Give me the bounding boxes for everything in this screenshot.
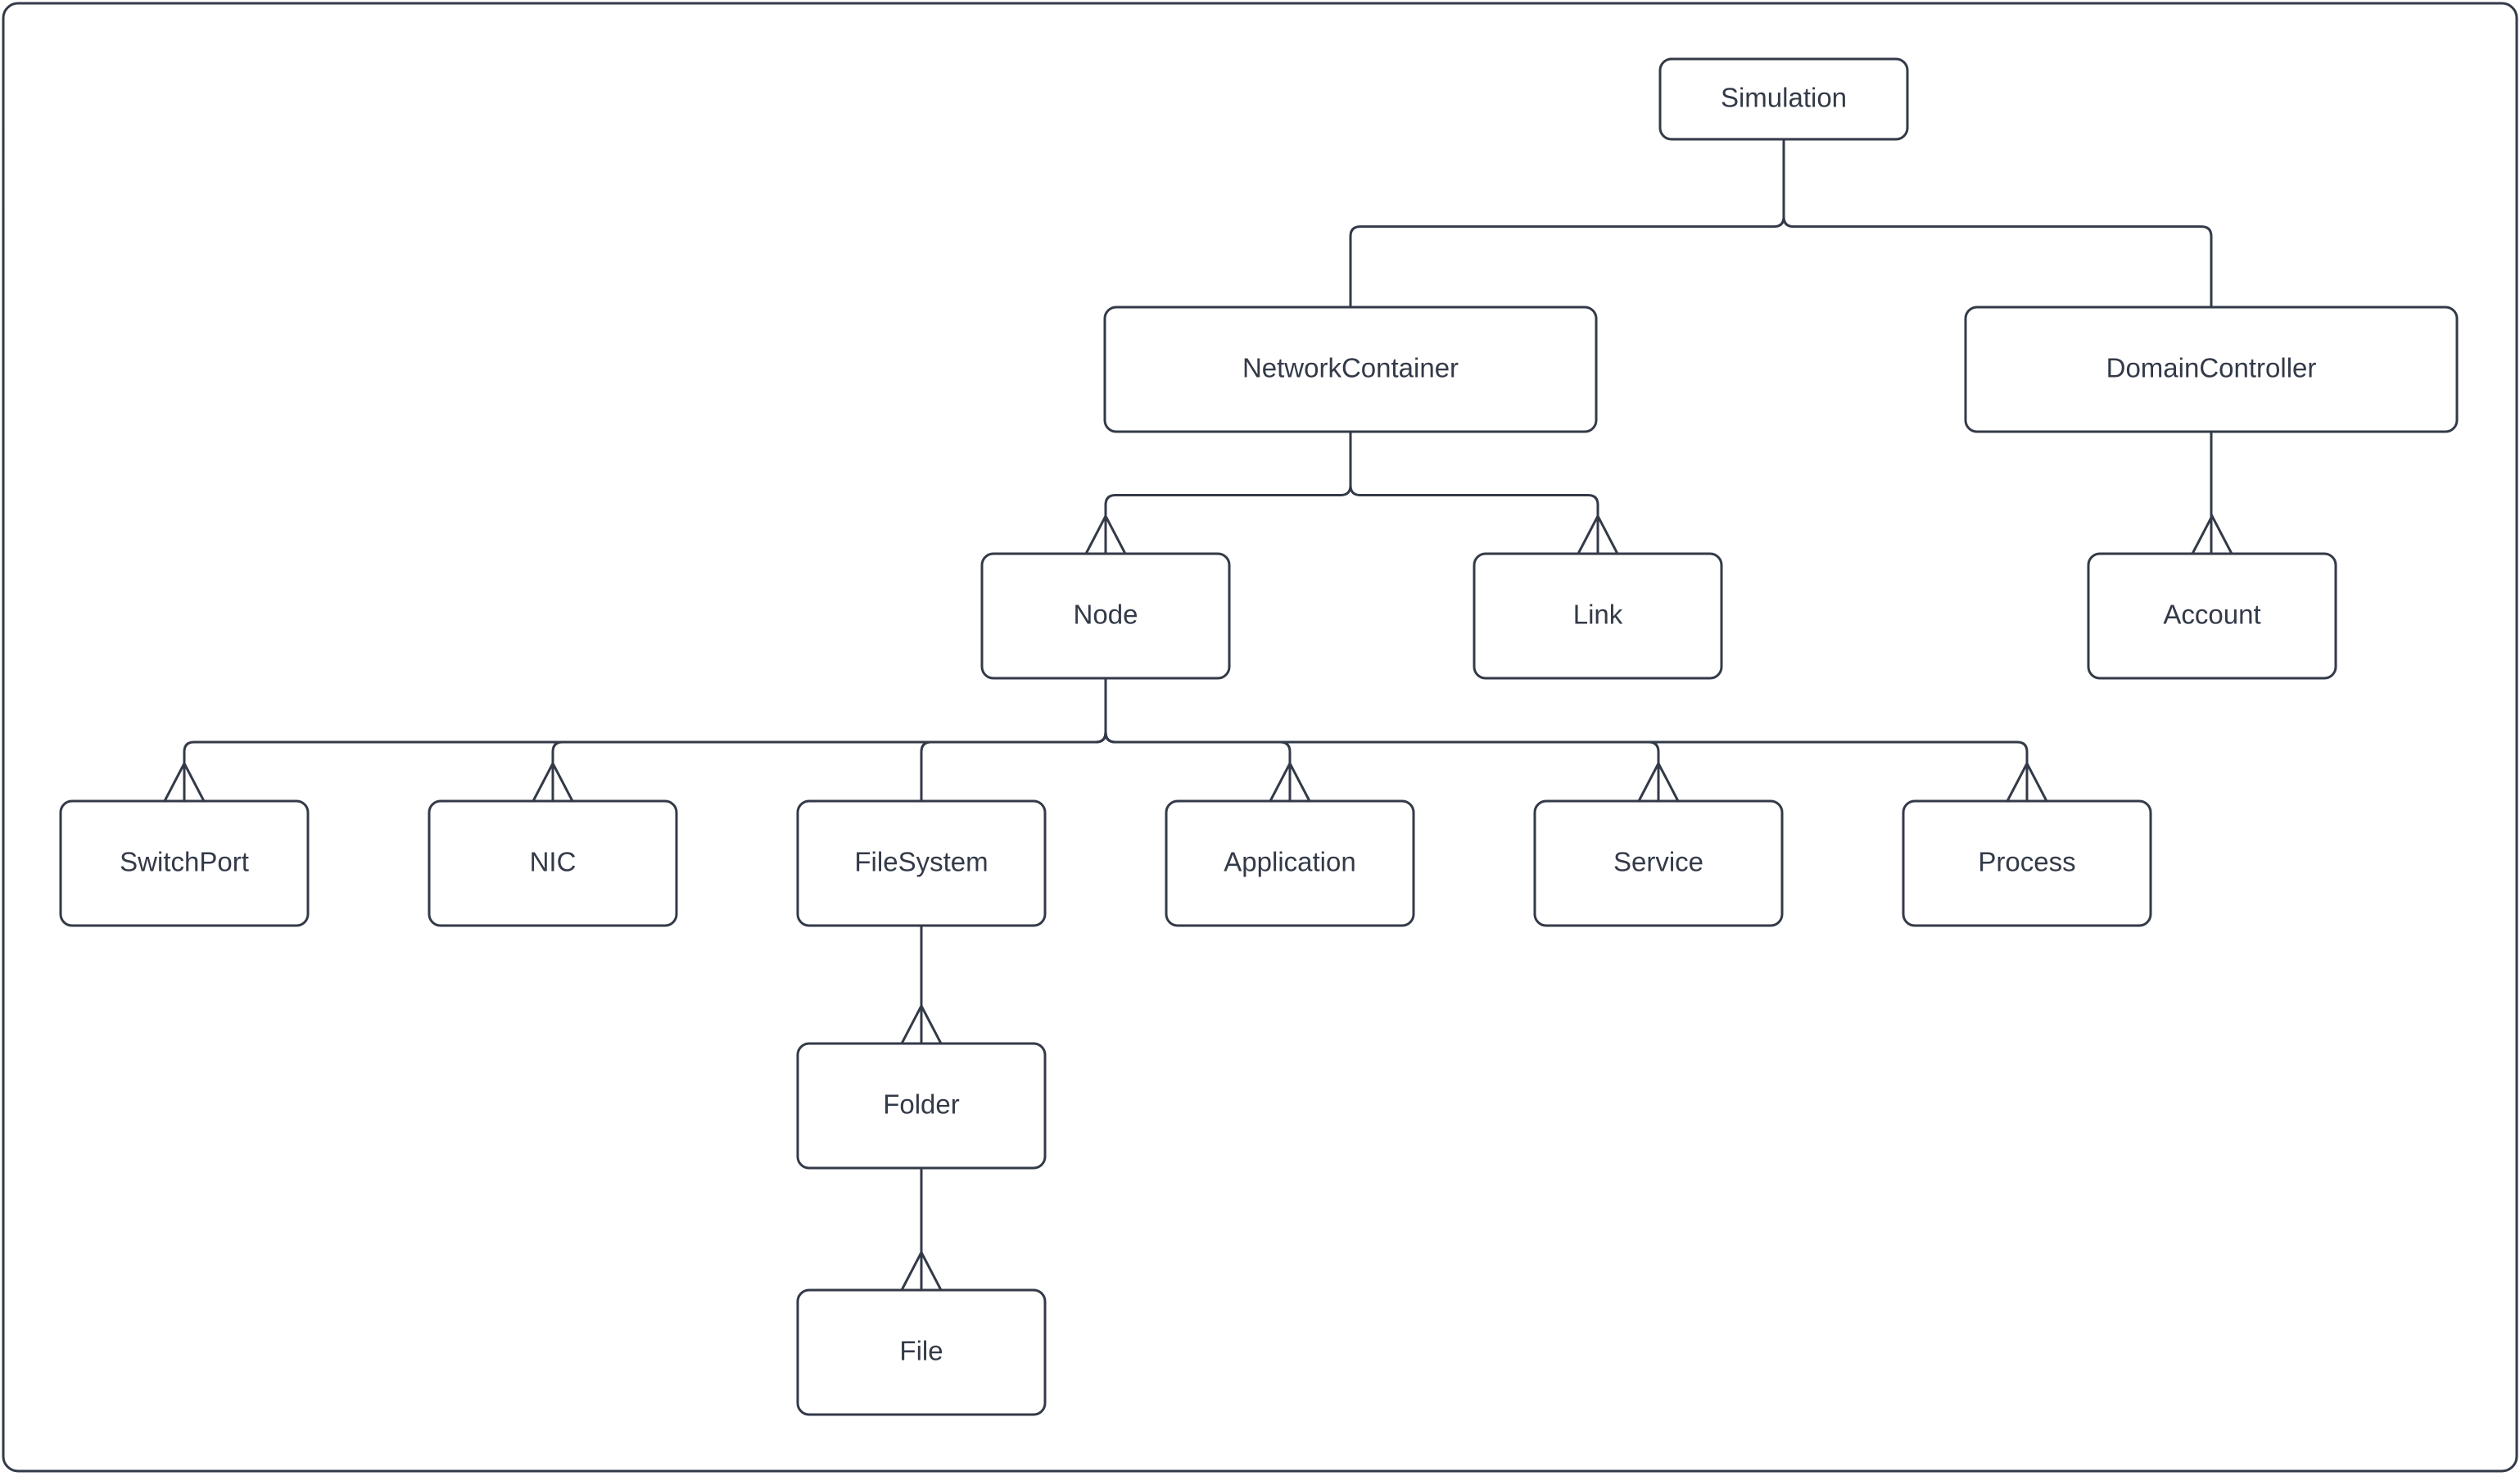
class-node-link[interactable]: Link [1473,552,1723,680]
class-node-service[interactable]: Service [1533,799,1784,927]
node-box[interactable] [1165,799,1415,927]
node-label: Process [1978,847,2075,877]
generalization-arrowhead [1084,513,1127,555]
node-label: File [899,1336,943,1366]
edge-line [1349,432,1599,554]
class-node-filesystem[interactable]: FileSystem [796,799,1047,927]
edge-line [1782,139,2213,307]
class-node-folder[interactable]: Folder [796,1042,1047,1170]
class-node-nic[interactable]: NIC [428,799,678,927]
node-box[interactable] [428,799,678,927]
edge-filesystem-folder [900,926,943,1044]
generalization-arrowhead [1269,760,1311,802]
node-box[interactable] [1902,799,2152,927]
node-box[interactable] [1658,57,1909,141]
generalization-arrowhead [2191,513,2233,555]
node-label: Service [1613,847,1703,877]
class-node-domaincontroller[interactable]: DomainController [1964,306,2459,433]
generalization-arrowhead [2006,760,2048,802]
node-box[interactable] [796,799,1047,927]
generalization-arrowhead [1577,513,1619,555]
node-box[interactable] [2087,552,2337,680]
class-node-application[interactable]: Application [1165,799,1415,927]
node-label: Application [1224,847,1355,877]
node-label: NIC [530,847,577,877]
generalization-arrowhead [900,1003,943,1044]
edge-networkcontainer-link [1349,432,1619,555]
generalization-arrowhead [163,760,206,802]
class-node-account[interactable]: Account [2087,552,2337,680]
node-label: Link [1573,600,1623,630]
node-label: Account [2163,600,2260,630]
class-node-node[interactable]: Node [980,552,1231,680]
node-label: NetworkContainer [1242,353,1459,383]
node-box[interactable] [796,1288,1047,1416]
node-box[interactable] [1473,552,1723,680]
node-box[interactable] [1533,799,1784,927]
class-node-simulation[interactable]: Simulation [1658,57,1909,141]
edge-simulation-domaincontroller [1782,139,2213,307]
edge-line [1104,678,2029,801]
edge-domaincontroller-account [2191,432,2233,555]
class-node-networkcontainer[interactable]: NetworkContainer [1103,306,1598,433]
node-label: DomainController [2106,353,2317,383]
edge-layer [163,139,2233,1291]
generalization-arrowhead [1637,760,1680,802]
edge-node-process [1104,678,2048,802]
node-box[interactable] [796,1042,1047,1170]
class-node-file[interactable]: File [796,1288,1047,1416]
node-box[interactable] [980,552,1231,680]
edge-folder-file [900,1168,943,1291]
node-label: Folder [883,1089,960,1120]
node-label: Simulation [1721,83,1847,113]
node-box[interactable] [59,799,310,927]
generalization-arrowhead [900,1249,943,1291]
class-node-switchport[interactable]: SwitchPort [59,799,310,927]
node-box[interactable] [1103,306,1598,433]
node-box[interactable] [1964,306,2459,433]
node-label: Node [1074,600,1138,630]
generalization-arrowhead [532,760,574,802]
node-label: FileSystem [854,847,988,877]
node-label: SwitchPort [120,847,249,877]
class-node-process[interactable]: Process [1902,799,2152,927]
